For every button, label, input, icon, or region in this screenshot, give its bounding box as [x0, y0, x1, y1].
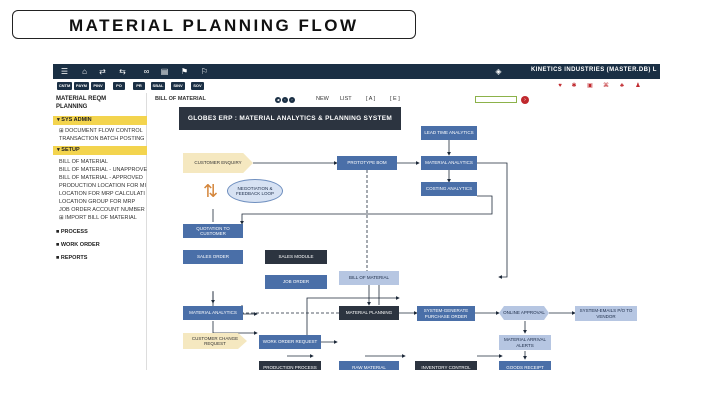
chip-sinv[interactable]: SINV — [171, 82, 185, 90]
sidebar-item-bill-of-material[interactable]: BILL OF MATERIAL — [59, 159, 108, 165]
network-icon[interactable]: ⌘ — [603, 83, 609, 89]
top-navigation-bar: ☰ ⌂ ⇄ ⇆ ∞ ▤ ⚑ ⚐ ◈ KINETICS INDUSTRIES (M… — [53, 64, 660, 79]
sidebar-item-bom-unapprove[interactable]: BILL OF MATERIAL - UNAPPROVE — [59, 167, 147, 173]
node-work-order-request: WORK ORDER REQUEST — [259, 335, 321, 349]
form-toolbar: BILL OF MATERIAL ◀ ‹ › NEW LIST [ A ] [ … — [147, 93, 660, 107]
page-title: BILL OF MATERIAL — [155, 96, 206, 102]
org-icon[interactable]: ♣ — [620, 83, 624, 89]
sidebar-item-import-bom[interactable]: ⊞ IMPORT BILL OF MATERIAL — [59, 215, 137, 221]
node-material-analytics-top: MATERIAL ANALYTICS — [421, 156, 477, 170]
link-icon[interactable]: ∞ — [143, 67, 150, 76]
sidebar-head-label: SETUP — [61, 147, 80, 153]
bookmark-icon[interactable]: ▤ — [160, 67, 169, 76]
node-online-approval: ONLINE APPROVAL — [499, 306, 549, 320]
node-material-arrival-alerts: MATERIAL ARRIVAL ALERTS — [499, 335, 551, 350]
sidebar-section-reports[interactable]: ■ REPORTS — [56, 255, 88, 261]
node-material-analytics-left: MATERIAL ANALYTICS — [183, 306, 243, 320]
node-inventory-control: INVENTORY CONTROL — [415, 361, 477, 370]
company-name: KINETICS INDUSTRIES (MASTER.DB) L — [531, 67, 657, 73]
chip-po[interactable]: PO — [113, 82, 125, 90]
flow-diagram: GLOBE3 ERP : MATERIAL ANALYTICS & PLANNI… — [147, 107, 660, 370]
node-bill-of-material: BILL OF MATERIAL — [339, 271, 399, 285]
node-system-email-po: SYSTEM-EMAILS P/O TO VENDOR — [575, 306, 637, 321]
sidebar-item-bom-approved[interactable]: BILL OF MATERIAL - APPROVED — [59, 175, 143, 181]
sidebar-item-location-mrp-calculation[interactable]: LOCATION FOR MRP CALCULATI — [59, 191, 145, 197]
chip-sov[interactable]: SOV — [191, 82, 204, 90]
node-goods-receipt: GOODS RECEIPT — [499, 361, 551, 370]
node-production-process: PRODUCTION PROCESS — [259, 361, 321, 370]
node-negotiation: NEGOTIATION & FEEDBACK LOOP — [227, 179, 283, 203]
new-button[interactable]: NEW — [316, 96, 329, 102]
sidebar-item-label: TRANSACTION BATCH POSTING — [59, 136, 145, 142]
home-icon[interactable]: ⌂ — [82, 67, 87, 76]
sidebar: MATERIAL REQM PLANNING ▾ SYS ADMIN ⊞ DOC… — [53, 93, 147, 370]
sidebar-section-label: REPORTS — [60, 255, 88, 261]
sidebar-item-production-location[interactable]: PRODUCTION LOCATION FOR MI — [59, 183, 146, 189]
sidebar-item-document-flow-control[interactable]: ⊞ DOCUMENT FLOW CONTROL — [59, 128, 143, 134]
list-button[interactable]: LIST — [340, 96, 352, 102]
sidebar-item-label: DOCUMENT FLOW CONTROL — [65, 128, 143, 134]
node-sales-module: SALES MODULE — [265, 250, 327, 264]
node-raw-material: RAW MATERIAL — [339, 361, 399, 370]
prev-record-icon[interactable]: ‹ — [282, 97, 288, 103]
swap-icon[interactable]: ⇄ — [99, 67, 106, 76]
diagram-banner: GLOBE3 ERP : MATERIAL ANALYTICS & PLANNI… — [179, 107, 401, 130]
menu-icon[interactable]: ☰ — [60, 67, 69, 76]
gear-icon[interactable]: ✱ — [571, 83, 577, 89]
chip-pinv[interactable]: PINV — [91, 82, 105, 90]
sidebar-head-label: SYS ADMIN — [61, 117, 92, 123]
flag-icon[interactable]: ⚑ — [180, 67, 189, 76]
node-sales-order: SALES ORDER — [183, 250, 243, 264]
node-quotation: QUOTATION TO CUSTOMER — [183, 224, 243, 238]
sidebar-title: MATERIAL REQM PLANNING — [56, 96, 107, 110]
erp-window: ☰ ⌂ ⇄ ⇆ ∞ ▤ ⚑ ⚐ ◈ KINETICS INDUSTRIES (M… — [53, 64, 660, 370]
sidebar-item-label: IMPORT BILL OF MATERIAL — [65, 215, 137, 221]
go-icon[interactable]: › — [521, 96, 529, 104]
sidebar-head-sys-admin[interactable]: ▾ SYS ADMIN — [53, 116, 147, 125]
bidirectional-arrow-icon: ⇅ — [203, 181, 219, 201]
tag-icon[interactable]: ◈ — [495, 67, 502, 76]
sidebar-item-transaction-batch-posting[interactable]: TRANSACTION BATCH POSTING — [59, 135, 147, 143]
connector-lines — [211, 140, 576, 360]
search-input[interactable] — [475, 96, 517, 103]
chip-paym[interactable]: PAYM — [74, 82, 89, 90]
slide-title: MATERIAL PLANNING FLOW — [12, 10, 416, 39]
sidebar-item-location-group-mrp[interactable]: LOCATION GROUP FOR MRP — [59, 199, 136, 205]
quick-access-bar: CNTM PAYM PINV PO PR SBAL SINV SOV ♥ ✱ ▣… — [53, 79, 660, 93]
sidebar-section-process[interactable]: ■ PROCESS — [56, 229, 88, 235]
next-record-icon[interactable]: › — [289, 97, 295, 103]
transfer-icon[interactable]: ⇆ — [119, 67, 126, 76]
user-icon[interactable]: ♟ — [635, 83, 641, 89]
briefcase-icon[interactable]: ▣ — [587, 83, 593, 89]
node-prototype-bom: PROTOTYPE BOM — [337, 156, 397, 170]
flag-outline-icon[interactable]: ⚐ — [200, 67, 209, 76]
chip-pr[interactable]: PR — [133, 82, 145, 90]
a-button[interactable]: [ A ] — [366, 96, 376, 102]
node-lead-time-analytics: LEAD TIME ANALYTICS — [421, 126, 477, 140]
chip-cntm[interactable]: CNTM — [57, 82, 72, 90]
node-job-order: JOB ORDER — [265, 275, 327, 289]
node-material-planning: MATERIAL PLANNING — [339, 306, 399, 320]
node-customer-change-request: CUSTOMER CHANGE REQUEST — [183, 333, 247, 349]
sidebar-item-job-order-account[interactable]: JOB ORDER ACCOUNT NUMBER — [59, 207, 145, 213]
heart-icon[interactable]: ♥ — [558, 83, 562, 89]
chip-sbal[interactable]: SBAL — [151, 82, 165, 90]
e-button[interactable]: [ E ] — [390, 96, 400, 102]
sidebar-section-label: WORK ORDER — [60, 242, 100, 248]
sidebar-head-setup[interactable]: ▾ SETUP — [53, 146, 147, 155]
sidebar-section-label: PROCESS — [60, 229, 88, 235]
sidebar-section-work-order[interactable]: ■ WORK ORDER — [56, 242, 100, 248]
node-costing-analytics: COSTING ANALYTICS — [421, 182, 477, 196]
node-customer-enquiry: CUSTOMER ENQUIRY — [183, 153, 253, 173]
first-record-icon[interactable]: ◀ — [275, 97, 281, 103]
node-system-purchase-order: SYSTEM-GENERATE PURCHASE ORDER — [417, 306, 475, 321]
